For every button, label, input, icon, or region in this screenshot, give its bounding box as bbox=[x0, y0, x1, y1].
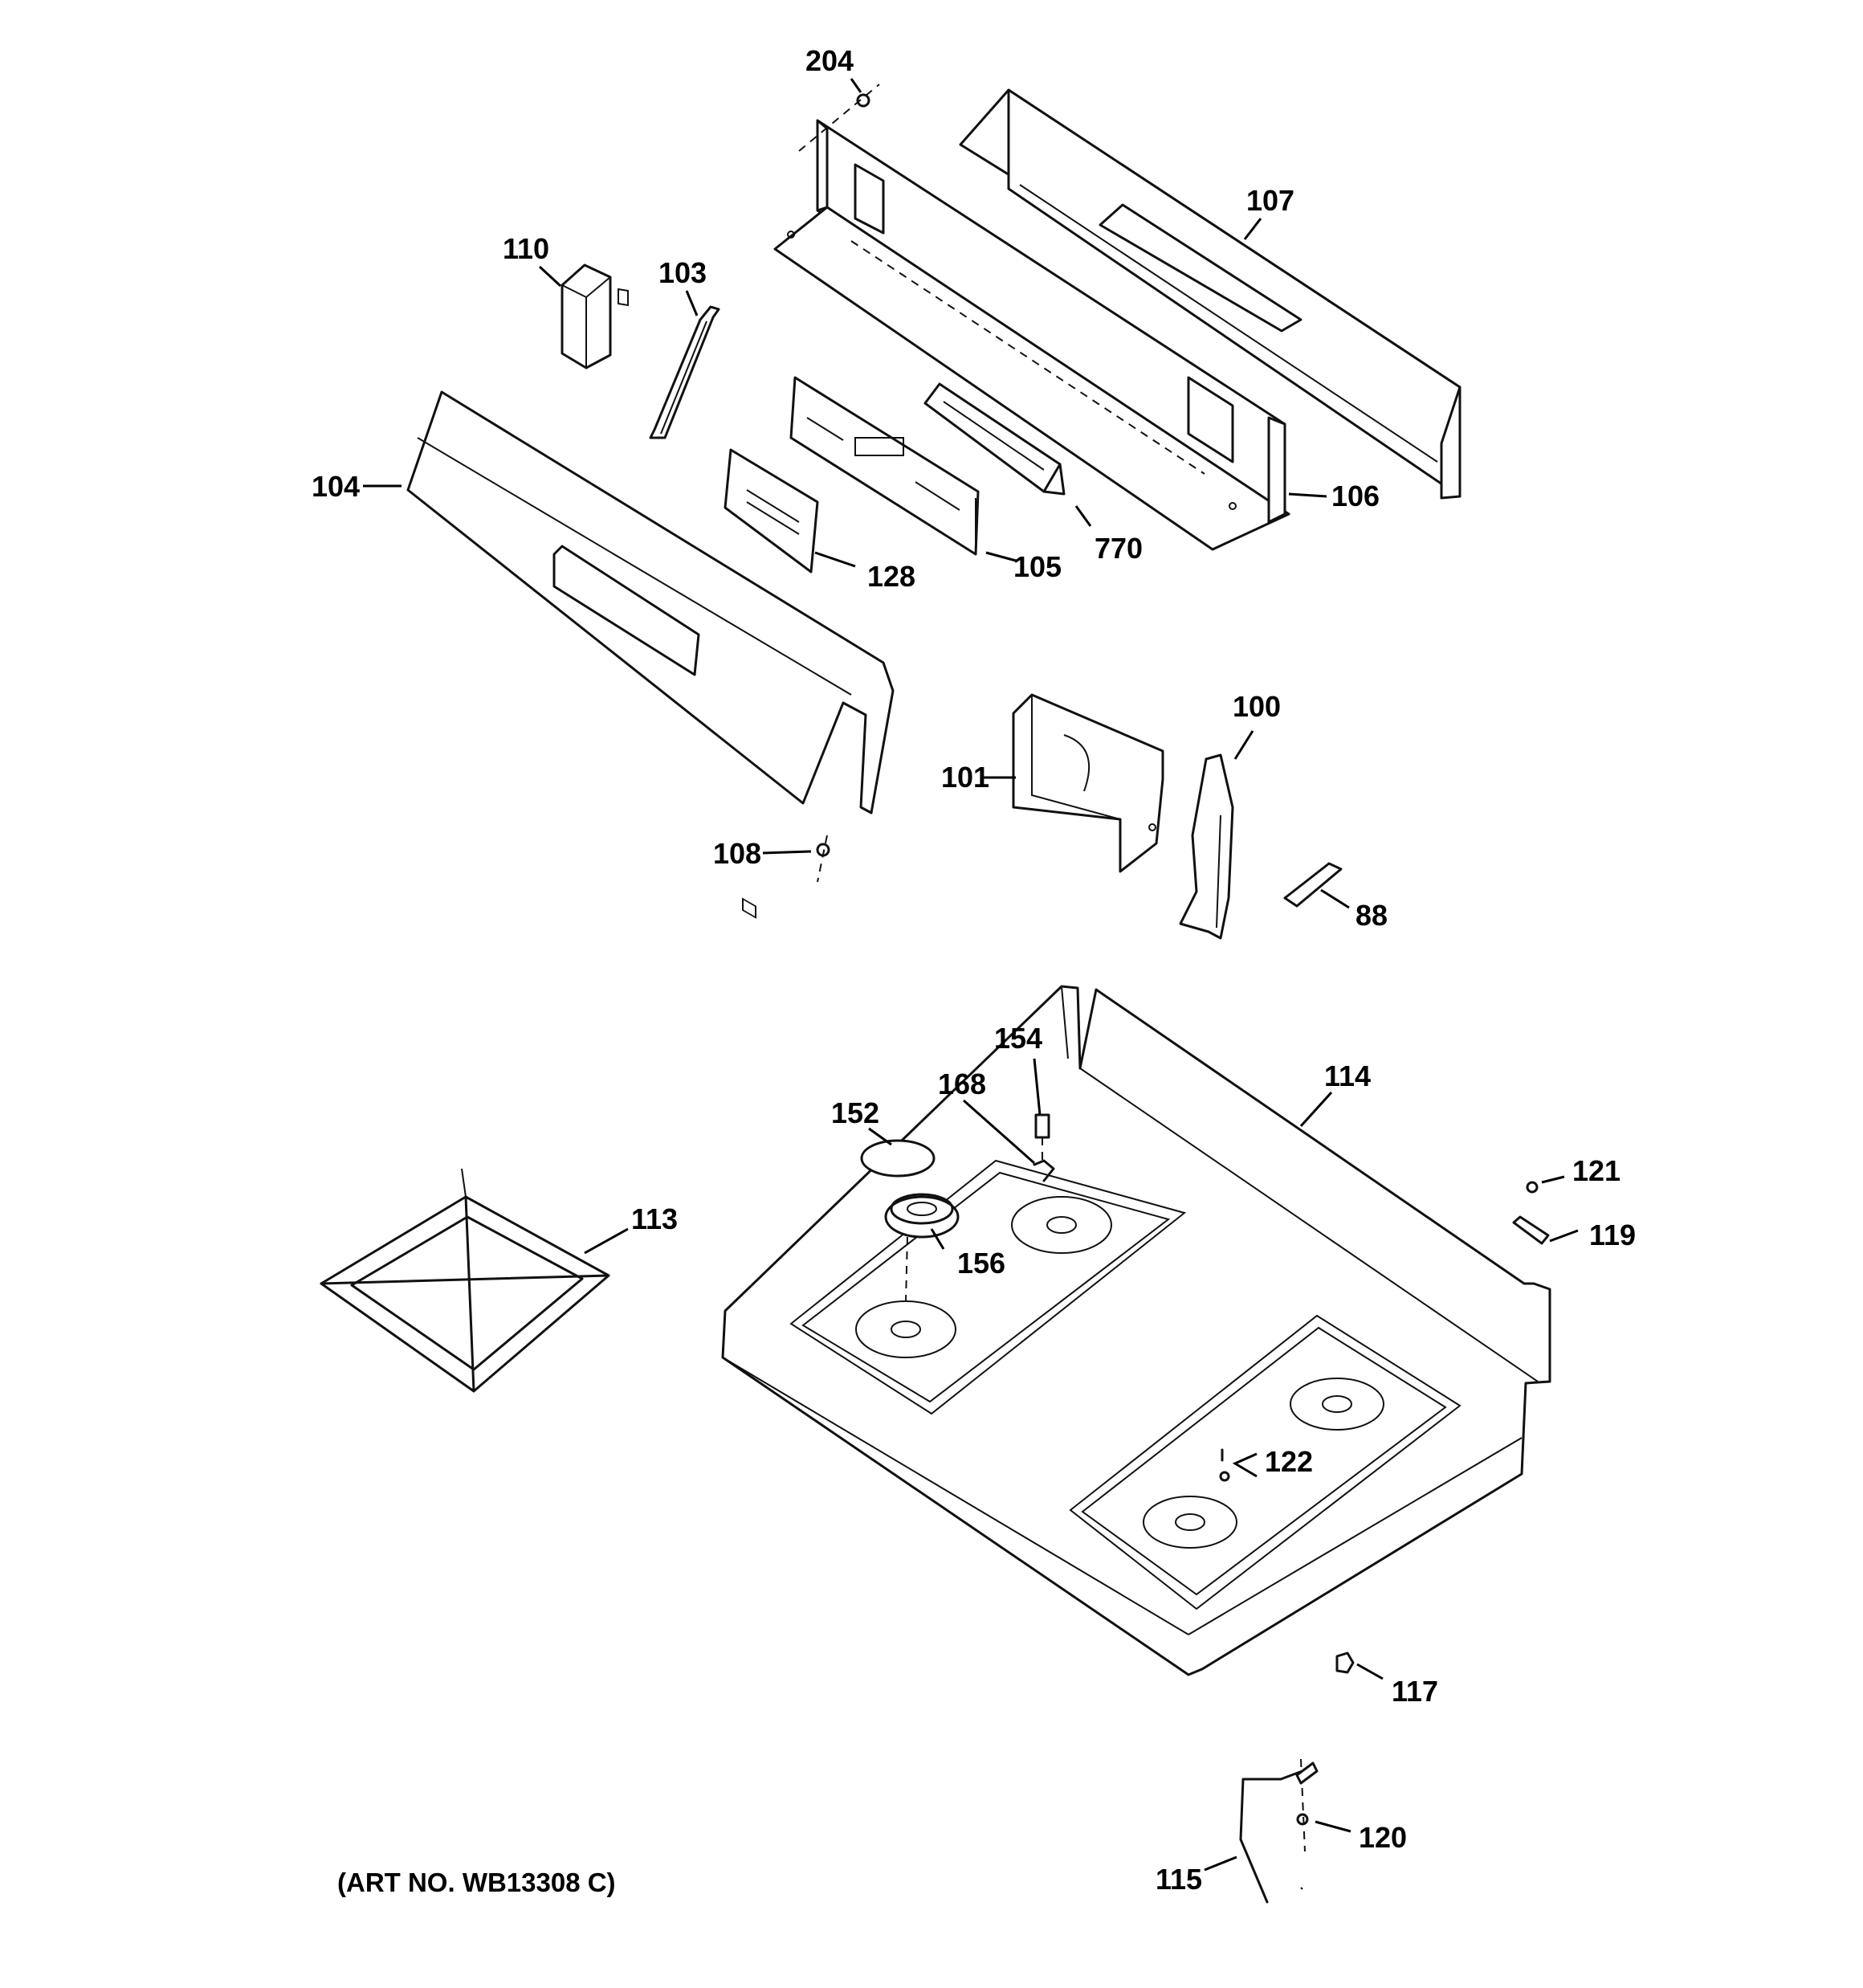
label-105: 105 bbox=[1013, 550, 1062, 583]
part-122-screws bbox=[1219, 1448, 1230, 1482]
label-107: 107 bbox=[1246, 184, 1294, 217]
part-154-orifice bbox=[1034, 1113, 1050, 1163]
label-168: 168 bbox=[938, 1067, 986, 1100]
part-88-block bbox=[1283, 862, 1343, 908]
label-117: 117 bbox=[1392, 1675, 1438, 1708]
label-152: 152 bbox=[831, 1096, 879, 1129]
part-101-bracket bbox=[1012, 693, 1164, 873]
callout-labels: 204 107 110 103 104 106 770 105 128 100 … bbox=[312, 44, 1636, 1896]
label-114: 114 bbox=[1324, 1059, 1371, 1092]
label-204: 204 bbox=[805, 44, 854, 77]
label-108: 108 bbox=[713, 837, 761, 870]
part-105-control-board bbox=[789, 376, 980, 556]
label-156: 156 bbox=[957, 1247, 1005, 1280]
label-119: 119 bbox=[1589, 1219, 1636, 1251]
part-115-rod bbox=[1239, 1761, 1319, 1904]
part-117-nut bbox=[1335, 1651, 1355, 1674]
label-106: 106 bbox=[1331, 480, 1380, 512]
part-110-switch bbox=[561, 263, 629, 369]
label-100: 100 bbox=[1233, 690, 1281, 723]
part-100-side-bracket bbox=[1179, 753, 1234, 940]
label-113: 113 bbox=[631, 1202, 678, 1235]
part-770-cover bbox=[923, 382, 1066, 496]
label-103: 103 bbox=[658, 256, 707, 289]
part-204-screw bbox=[798, 84, 880, 152]
part-152-burner-cap bbox=[860, 1139, 936, 1178]
part-128-overlay bbox=[724, 448, 819, 919]
part-114-cooktop bbox=[721, 985, 1551, 1676]
label-101: 101 bbox=[941, 761, 989, 794]
part-119-bracket bbox=[1512, 1215, 1550, 1245]
label-122: 122 bbox=[1265, 1445, 1313, 1478]
part-107-trim bbox=[959, 88, 1461, 500]
leader-lines bbox=[363, 78, 1579, 1872]
part-168-electrode bbox=[1033, 1159, 1055, 1182]
label-104: 104 bbox=[312, 470, 360, 503]
label-110: 110 bbox=[503, 232, 549, 265]
label-770: 770 bbox=[1095, 532, 1143, 565]
part-121-screw bbox=[1526, 1181, 1539, 1194]
part-106-backsplash bbox=[773, 119, 1290, 551]
label-154: 154 bbox=[994, 1022, 1042, 1055]
label-128: 128 bbox=[867, 560, 915, 593]
label-120: 120 bbox=[1359, 1821, 1407, 1854]
label-121: 121 bbox=[1572, 1154, 1620, 1187]
label-115: 115 bbox=[1156, 1863, 1202, 1896]
art-number: (ART NO. WB13308 C) bbox=[337, 1868, 616, 1897]
part-104-control-panel bbox=[406, 390, 895, 814]
part-108-screw bbox=[816, 835, 830, 883]
label-88: 88 bbox=[1355, 899, 1388, 932]
part-113-grate bbox=[320, 1168, 610, 1393]
part-156-burner-head bbox=[884, 1193, 960, 1302]
part-103-bracket bbox=[649, 305, 720, 439]
